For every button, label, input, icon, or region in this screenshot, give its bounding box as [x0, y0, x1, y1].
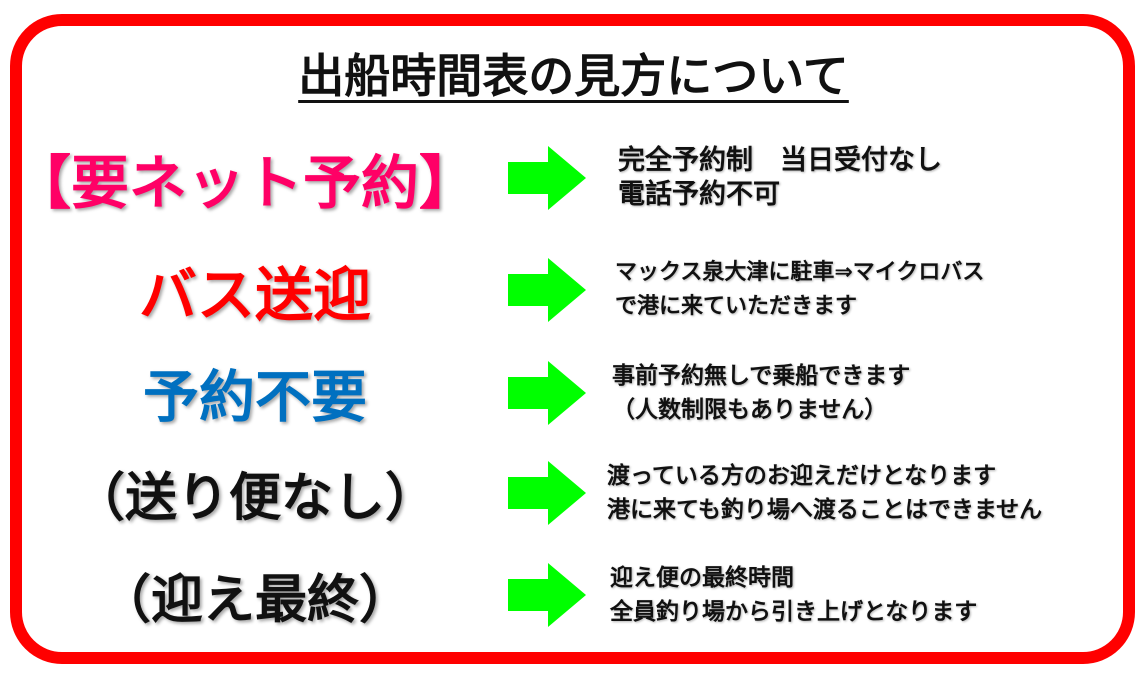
legend-description: マックス泉大津に駐車⇒マイクロバス で港に来ていただきます	[615, 256, 984, 324]
arrow-right-icon	[508, 361, 586, 425]
arrow-right-icon	[508, 146, 586, 210]
description-line: 迎え便の最終時間	[610, 565, 794, 591]
legend-description: 渡っている方のお迎えだけとなります 港に来ても釣り場へ渡ることはできません	[607, 459, 1042, 527]
description-line: 渡っている方のお迎えだけとなります	[607, 463, 997, 489]
legend-row-no-outbound: （送り便なし） 渡っている方のお迎えだけとなります 港に来ても釣り場へ渡ることは…	[0, 443, 1147, 543]
legend-label: 【要ネット予約】	[12, 149, 477, 217]
arrow-right-icon	[508, 258, 586, 322]
page-title: 出船時間表の見方について	[298, 49, 849, 103]
description-line: 全員釣り場から引き上げとなります	[610, 599, 978, 625]
legend-label: （送り便なし）	[72, 468, 437, 529]
description-line: 電話予約不可	[618, 179, 780, 210]
description-line: で港に来ていただきます	[615, 294, 858, 319]
legend-row-bus: バス送迎 マックス泉大津に駐車⇒マイクロバス で港に来ていただきます	[0, 240, 1147, 340]
description-line: 港に来ても釣り場へ渡ることはできません	[607, 497, 1043, 523]
arrow-right-icon	[508, 461, 586, 525]
legend-label: （迎え最終）	[98, 570, 411, 631]
red-rounded-frame	[10, 14, 1135, 664]
legend-row-no-reservation: 予約不要 事前予約無しで乗船できます （人数制限もありません）	[0, 343, 1147, 443]
legend-description: 迎え便の最終時間 全員釣り場から引き上げとなります	[610, 561, 977, 629]
legend-description: 事前予約無しで乗船できます （人数制限もありません）	[612, 359, 910, 427]
arrow-right-icon	[508, 563, 586, 627]
legend-description: 完全予約制 当日受付なし 電話予約不可	[618, 144, 942, 212]
description-line: 完全予約制 当日受付なし	[618, 145, 942, 176]
legend-row-net-reservation: 【要ネット予約】 完全予約制 当日受付なし 電話予約不可	[0, 128, 1147, 228]
legend-label: バス送迎	[138, 261, 371, 329]
description-line: 事前予約無しで乗船できます	[612, 363, 911, 389]
description-line: マックス泉大津に駐車⇒マイクロバス	[615, 260, 985, 285]
legend-row-last-pickup: （迎え最終） 迎え便の最終時間 全員釣り場から引き上げとなります	[0, 545, 1147, 645]
description-line: （人数制限もありません）	[612, 397, 888, 423]
legend-label: 予約不要	[143, 365, 367, 431]
